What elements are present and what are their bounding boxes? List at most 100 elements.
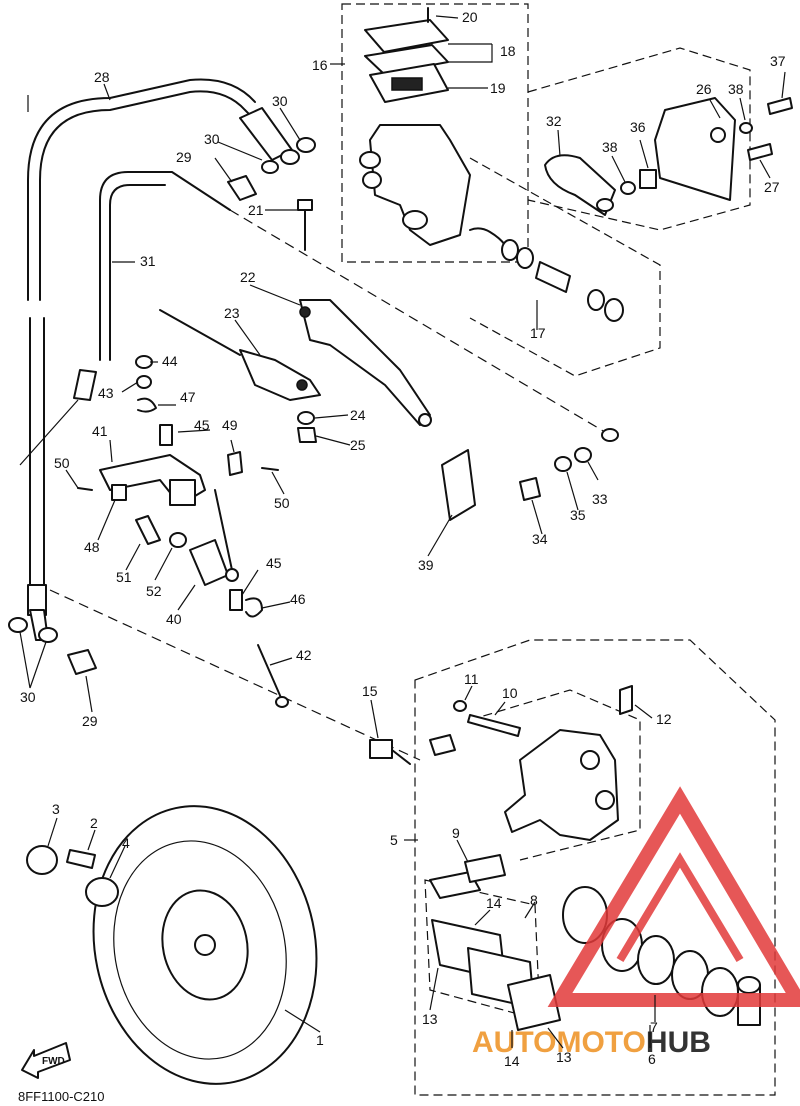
watermark-logo — [547, 786, 800, 1007]
callout-20: 20 — [462, 9, 478, 25]
clip-47 — [137, 397, 157, 413]
callout-39: 39 — [418, 557, 434, 573]
piston-boot — [604, 298, 624, 322]
reservoir-cap-20 — [364, 19, 449, 53]
plate-39 — [441, 449, 476, 521]
bolt-48 — [111, 484, 127, 501]
washer-43 — [136, 375, 152, 389]
callout-33: 33 — [592, 491, 608, 507]
callout-18: 18 — [500, 43, 516, 59]
cable-end-eye — [601, 428, 619, 442]
throttle-cable-23 — [159, 309, 241, 356]
piston-seal-7c — [701, 967, 739, 1017]
piston-seal-1 — [501, 239, 519, 261]
pedal-pivot — [596, 198, 614, 212]
caliper-bore-1 — [580, 750, 600, 770]
piston-kit-17 — [469, 227, 624, 322]
callout-34: 34 — [532, 531, 548, 547]
caliper-bore-2 — [595, 790, 615, 810]
bolt-15-shaft — [391, 749, 411, 765]
washer-38b — [739, 122, 753, 134]
callout-41: 41 — [92, 423, 108, 439]
bolt-21-head — [297, 199, 313, 211]
cable-route-line — [229, 209, 611, 436]
pin-45b — [229, 589, 243, 611]
callout-45a: 45 — [194, 417, 210, 433]
callout-31: 31 — [140, 253, 156, 269]
collar-33 — [574, 447, 592, 463]
link-rod — [214, 489, 233, 571]
callout-45b: 45 — [266, 555, 282, 571]
callout-36: 36 — [630, 119, 646, 135]
diaphragm-center — [391, 77, 423, 91]
callout-9: 9 — [452, 825, 460, 841]
callout-50b: 50 — [274, 495, 290, 511]
mc-port — [359, 151, 381, 169]
brake-hose-28-outer — [27, 78, 256, 301]
cable-end-fitting — [73, 369, 97, 401]
washer-30d — [8, 617, 28, 633]
piston-body — [535, 261, 571, 293]
link-pivot — [225, 568, 239, 582]
bracket-26 — [654, 97, 736, 201]
master-cylinder-group-box — [341, 3, 529, 263]
lever-pivot — [299, 306, 311, 318]
cotter-pins-50 — [77, 467, 279, 491]
watermark-triangle-inner — [616, 852, 744, 963]
callout-6: 6 — [648, 1051, 656, 1067]
cable-31-inner — [109, 184, 166, 361]
rod-42 — [257, 644, 283, 701]
callout-49: 49 — [222, 417, 238, 433]
callout-10: 10 — [502, 685, 518, 701]
washer-30b — [280, 149, 300, 165]
clip-46 — [245, 597, 263, 618]
caliper-assembly-box — [414, 639, 776, 1096]
watermark-text-moto: MOTO — [556, 1026, 645, 1059]
bolt-34 — [519, 477, 541, 501]
spring-9a — [429, 871, 481, 899]
callout-50a: 50 — [54, 455, 70, 471]
circlip-3 — [26, 845, 58, 875]
lever-end — [418, 413, 432, 427]
fwd-arrow: FWD — [21, 1042, 71, 1079]
bolt-37 — [767, 97, 793, 115]
callout-30c: 30 — [20, 689, 36, 705]
arm-41-block — [169, 479, 196, 506]
callout-14b: 14 — [504, 1053, 520, 1069]
callout-26: 26 — [696, 81, 712, 97]
callout-13a: 13 — [422, 1011, 438, 1027]
bleeder-12 — [619, 685, 633, 715]
callout-3: 3 — [52, 801, 60, 817]
callout-30a: 30 — [272, 93, 288, 109]
bolt-27 — [747, 143, 773, 161]
cable-31 — [99, 171, 231, 361]
nut-44 — [135, 355, 153, 369]
lever-holder-23 — [239, 349, 321, 401]
nut-25 — [297, 427, 317, 443]
callout-35: 35 — [570, 507, 586, 523]
callout-48: 48 — [84, 539, 100, 555]
callout-13b: 13 — [556, 1049, 572, 1065]
mc-mount — [402, 210, 428, 230]
bolt-51 — [135, 515, 161, 545]
key-2 — [66, 849, 96, 869]
callout-21: 21 — [248, 202, 264, 218]
callout-29b: 29 — [82, 713, 98, 729]
disc-center — [194, 934, 216, 956]
mc-port-2 — [362, 171, 382, 189]
washer-35 — [554, 456, 572, 472]
banjo-bolt-29 — [227, 175, 257, 201]
washer-30a — [296, 137, 316, 153]
caliper-body — [504, 729, 619, 841]
spring-9b — [464, 854, 506, 883]
callout-30b: 30 — [204, 131, 220, 147]
callout-11: 11 — [464, 671, 479, 687]
leader-lines — [19, 15, 786, 1049]
holder-bolt — [296, 379, 308, 391]
bolt-29-lower — [67, 649, 97, 675]
callout-8: 8 — [530, 892, 538, 908]
callout-15: 15 — [362, 683, 378, 699]
bracket-group-box — [527, 47, 751, 231]
cable-end-wire — [19, 399, 79, 466]
